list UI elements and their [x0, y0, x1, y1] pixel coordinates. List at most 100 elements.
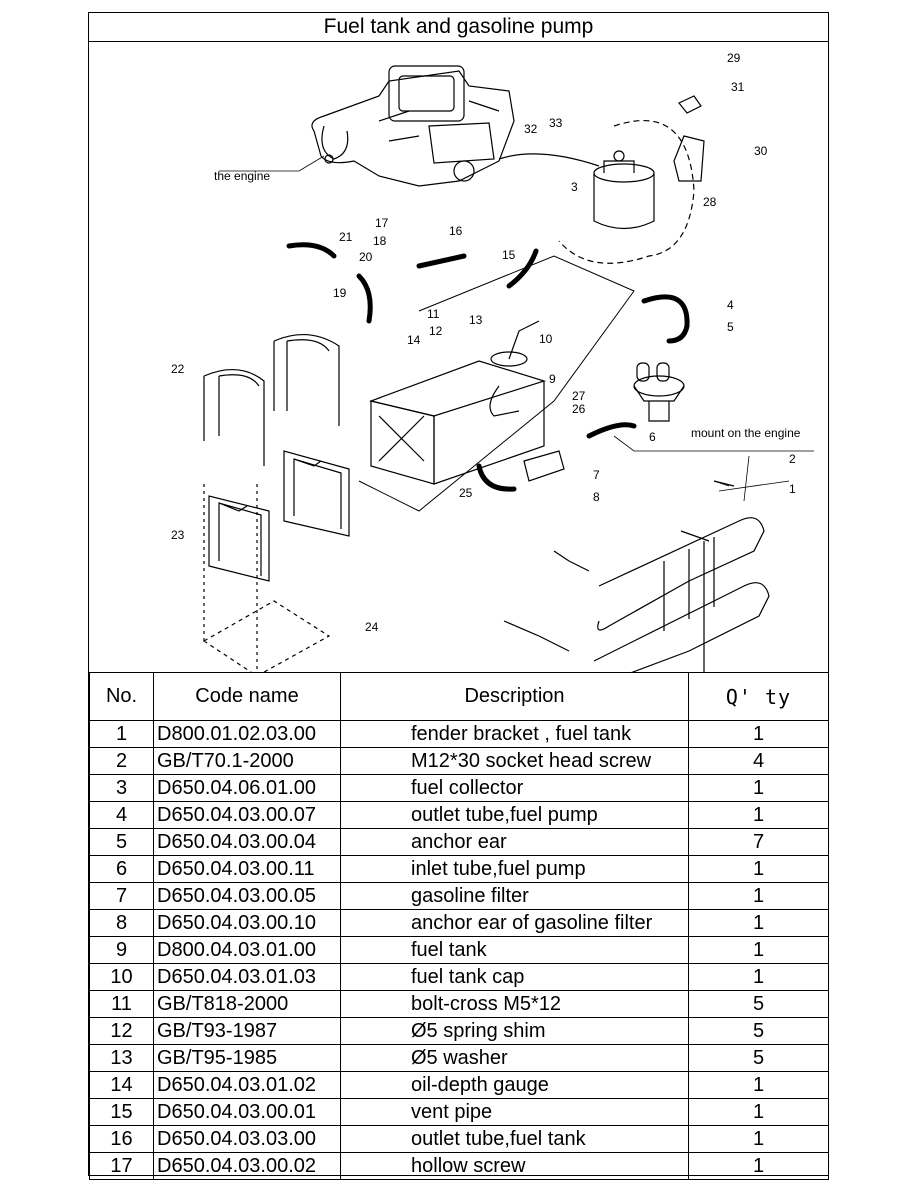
- cell-description: outlet tube,fuel tank: [340, 1125, 689, 1153]
- header-description: Description: [340, 672, 689, 721]
- label-engine: the engine: [214, 169, 270, 183]
- fender-frames: [203, 333, 350, 582]
- callout-27: 27: [572, 389, 586, 403]
- cell-code: D650.04.03.00.07: [153, 801, 341, 829]
- callout-24: 24: [365, 620, 379, 634]
- parts-sheet: Fuel tank and gasoline pump: [88, 12, 829, 1180]
- cell-code: GB/T818-2000: [153, 990, 341, 1018]
- cell-no: 2: [89, 747, 154, 775]
- cell-code: D650.04.06.01.00: [153, 774, 341, 802]
- cell-description: gasoline filter: [340, 882, 689, 910]
- cell-no: 10: [89, 963, 154, 991]
- cell-code: D650.04.03.03.00: [153, 1125, 341, 1153]
- cell-description: fuel collector: [340, 774, 689, 802]
- cell-qty: 4: [688, 747, 829, 775]
- callout-19: 19: [333, 286, 347, 300]
- cell-no: 3: [89, 774, 154, 802]
- callout-4: 4: [727, 298, 734, 312]
- fuel-tank-drawing: [368, 320, 547, 485]
- cell-qty: 1: [688, 855, 829, 883]
- engine-drawing: [311, 65, 515, 187]
- cell-no: 9: [89, 936, 154, 964]
- table-header-row: No. Code name Description Q' ty: [89, 672, 829, 721]
- cell-no: 12: [89, 1017, 154, 1045]
- callout-22: 22: [171, 362, 185, 376]
- callout-28: 28: [703, 195, 717, 209]
- cell-description: oil-depth gauge: [340, 1071, 689, 1099]
- callout-21: 21: [339, 230, 353, 244]
- callout-6: 6: [649, 430, 656, 444]
- cell-no: 8: [89, 909, 154, 937]
- cell-code: GB/T93-1987: [153, 1017, 341, 1045]
- cell-qty: 1: [688, 720, 829, 748]
- cell-no: 17: [89, 1152, 154, 1180]
- callout-29: 29: [727, 51, 741, 65]
- cell-code: GB/T70.1-2000: [153, 747, 341, 775]
- cell-no: 6: [89, 855, 154, 883]
- callout-8: 8: [593, 490, 600, 504]
- cell-qty: 1: [688, 1125, 829, 1153]
- cell-qty: 5: [688, 1044, 829, 1072]
- callout-15: 15: [502, 248, 516, 262]
- cell-qty: 5: [688, 990, 829, 1018]
- callout-7: 7: [593, 468, 600, 482]
- label-mount: mount on the engine: [691, 426, 801, 440]
- cell-code: D650.04.03.01.02: [153, 1071, 341, 1099]
- fender-bracket-drawing: [593, 517, 770, 673]
- cell-code: D800.04.03.01.00: [153, 936, 341, 964]
- cell-no: 15: [89, 1098, 154, 1126]
- cell-qty: 7: [688, 828, 829, 856]
- cell-no: 4: [89, 801, 154, 829]
- cell-qty: 1: [688, 963, 829, 991]
- callout-10: 10: [539, 332, 553, 346]
- cell-no: 1: [89, 720, 154, 748]
- cell-description: M12*30 socket head screw: [340, 747, 689, 775]
- callout-18: 18: [373, 234, 387, 248]
- callout-11: 11: [427, 307, 440, 321]
- cell-description: hollow screw: [340, 1152, 689, 1180]
- callout-23: 23: [171, 528, 185, 542]
- fuel-pump-drawing: [633, 362, 685, 422]
- callout-1: 1: [789, 482, 796, 496]
- cell-no: 5: [89, 828, 154, 856]
- exploded-diagram: 1 2 3 4 5 6 7 8 9 10 11 12 13 14 15 16 1…: [171, 51, 814, 673]
- cell-no: 7: [89, 882, 154, 910]
- header-qty: Q' ty: [688, 672, 829, 721]
- cell-description: Ø5 spring shim: [340, 1017, 689, 1045]
- callout-30: 30: [754, 144, 768, 158]
- callout-25: 25: [459, 486, 473, 500]
- cell-code: D650.04.03.00.04: [153, 828, 341, 856]
- cell-description: anchor ear: [340, 828, 689, 856]
- callout-14: 14: [407, 333, 421, 347]
- callout-31: 31: [731, 80, 745, 94]
- cell-qty: 1: [688, 774, 829, 802]
- header-code: Code name: [153, 672, 341, 721]
- pipe-33-drawing: [498, 153, 600, 167]
- cell-code: D650.04.03.00.01: [153, 1098, 341, 1126]
- callout-17: 17: [375, 216, 389, 230]
- cell-no: 14: [89, 1071, 154, 1099]
- cell-description: fender bracket , fuel tank: [340, 720, 689, 748]
- callout-32: 32: [524, 122, 538, 136]
- callout-20: 20: [359, 250, 373, 264]
- cell-description: outlet tube,fuel pump: [340, 801, 689, 829]
- cell-description: bolt-cross M5*12: [340, 990, 689, 1018]
- callout-13: 13: [469, 313, 483, 327]
- callout-33: 33: [549, 116, 563, 130]
- cell-description: fuel tank cap: [340, 963, 689, 991]
